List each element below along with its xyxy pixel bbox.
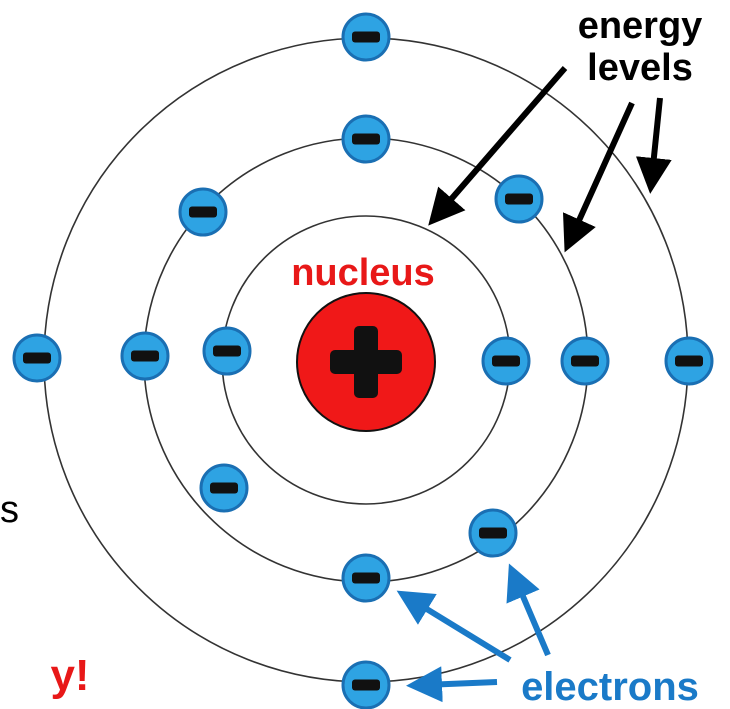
minus-icon <box>571 355 599 367</box>
level-arrow-1 <box>428 66 568 226</box>
minus-icon <box>23 352 51 364</box>
electron <box>341 12 391 62</box>
cropped-bottom-fragment: y! <box>50 651 89 700</box>
energy-level-arrows <box>428 66 672 253</box>
minus-icon <box>505 193 533 205</box>
minus-icon <box>675 355 703 367</box>
electron-arrow-2 <box>396 590 512 663</box>
electrons <box>12 12 714 709</box>
minus-icon <box>189 206 217 218</box>
energy-label-line2: levels <box>587 47 693 89</box>
electron <box>341 114 391 164</box>
electron-arrow-1 <box>406 666 498 703</box>
electron <box>120 331 170 381</box>
minus-icon <box>352 31 380 43</box>
minus-icon <box>352 572 380 584</box>
electron-arrow-3 <box>506 563 551 657</box>
level-arrow-3 <box>635 97 672 194</box>
electron <box>494 174 544 224</box>
electron <box>468 508 518 558</box>
plus-icon <box>330 326 402 398</box>
electron <box>560 336 610 386</box>
energy-label-line1: energy <box>578 5 703 47</box>
electron <box>199 463 249 513</box>
minus-icon <box>479 527 507 539</box>
minus-icon <box>492 355 520 367</box>
electron-arrows <box>396 563 551 703</box>
electrons-label: electrons <box>521 665 699 709</box>
electron <box>178 187 228 237</box>
electron <box>341 660 391 709</box>
minus-icon <box>213 345 241 357</box>
minus-icon <box>210 482 238 494</box>
minus-icon <box>131 350 159 362</box>
cropped-left-fragment: s <box>0 489 19 531</box>
nucleus-label: nucleus <box>291 252 435 294</box>
minus-icon <box>352 133 380 145</box>
electron <box>664 336 714 386</box>
electron <box>202 326 252 376</box>
minus-icon <box>352 679 380 691</box>
electron <box>481 336 531 386</box>
electron <box>12 333 62 383</box>
electron <box>341 553 391 603</box>
level-arrow-2 <box>562 101 635 253</box>
nucleus <box>296 292 436 432</box>
